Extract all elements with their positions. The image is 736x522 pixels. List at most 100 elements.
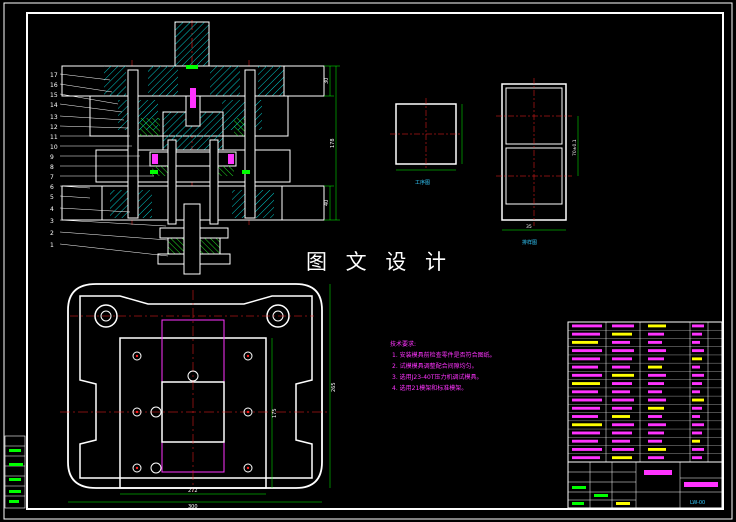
- tech-req-item-2: 2. 试模模具调整配合间隙均匀。: [392, 362, 478, 370]
- dim-plan-inner-height: 175: [272, 408, 278, 418]
- bom-cell-mark: [612, 365, 630, 369]
- bom-cell-mark: [648, 431, 664, 435]
- bom-cell-mark: [612, 456, 632, 460]
- dim-plan-width: 272: [188, 488, 198, 494]
- bom-rows: [568, 330, 722, 454]
- bom-cell-mark: [612, 349, 634, 353]
- part-number-16: 16: [50, 82, 58, 89]
- dim-layout-pitch: 70±0.1: [572, 139, 578, 156]
- part-number-17: 17: [50, 72, 58, 79]
- bom-cell-mark: [648, 349, 666, 353]
- bom-cell-mark: [572, 431, 600, 435]
- bom-cell-mark: [572, 324, 602, 328]
- bom-cell-mark: [648, 415, 662, 418]
- bom-cell-mark: [612, 406, 632, 410]
- part-number-2: 2: [50, 230, 54, 237]
- bom-cell-mark: [692, 349, 704, 353]
- bom-cell-mark: [612, 357, 632, 361]
- bom-cell-mark: [612, 390, 630, 394]
- bom-cell-mark: [572, 382, 600, 385]
- tech-req-item-1: 1. 安装模具前检查零件是否符合图纸。: [392, 351, 496, 359]
- bom-cell-mark: [692, 423, 704, 427]
- tech-req-item-3: 3. 选用J23-40T压力机调试模具。: [392, 373, 483, 381]
- bom-marks: [572, 324, 704, 460]
- outer-border: [3, 2, 733, 520]
- bom-cell-mark: [692, 431, 702, 435]
- bom-cell-mark: [572, 456, 600, 460]
- bom-cell-mark: [648, 390, 662, 394]
- bom-cell-mark: [648, 398, 666, 402]
- bom-cell-mark: [692, 398, 704, 402]
- bom-cell-mark: [692, 406, 702, 410]
- bom-cell-mark: [572, 415, 598, 418]
- bom-cell-mark: [692, 373, 704, 377]
- bom-cell-mark: [648, 382, 664, 385]
- part-number-11: 11: [50, 134, 58, 141]
- bom-cell-mark: [692, 456, 702, 460]
- bom-cell-mark: [572, 340, 598, 344]
- bom-cell-mark: [612, 373, 634, 377]
- bom-cell-mark: [612, 340, 630, 344]
- bom-cell-mark: [692, 340, 700, 344]
- bom-cell-mark: [692, 357, 702, 361]
- layout-label: 排样图: [522, 239, 537, 246]
- bom-cell-mark: [648, 365, 662, 369]
- bom-cell-mark: [648, 324, 666, 328]
- dim-section-top: 30: [324, 78, 330, 84]
- bom-cell-mark: [612, 448, 634, 451]
- bom-cell-mark: [692, 390, 700, 394]
- bom-cell-mark: [612, 415, 630, 418]
- part-number-13: 13: [50, 114, 58, 121]
- part-number-6: 6: [50, 184, 54, 191]
- bom-cell-mark: [612, 382, 632, 385]
- watermark-text: 图 文 设 计: [306, 250, 452, 274]
- bom-cell-mark: [692, 415, 700, 418]
- bom-cell-mark: [692, 324, 704, 328]
- bom-cell-mark: [648, 332, 664, 336]
- inner-border: [26, 12, 724, 510]
- bom-cell-mark: [572, 423, 602, 427]
- dim-plan-total-width: 300: [188, 504, 198, 510]
- strip-layout-view: 70±0.1 35 排样图: [496, 78, 579, 246]
- technical-requirements: 技术要求: 1. 安装模具前检查零件是否符合图纸。 2. 试模模具调整配合间隙均…: [390, 340, 496, 392]
- bom-cell-mark: [612, 439, 630, 443]
- part-number-3: 3: [50, 218, 54, 225]
- bill-of-materials: [567, 321, 723, 463]
- part-number-1: 1: [50, 242, 54, 249]
- part-number-7: 7: [50, 174, 54, 181]
- dim-section-bottom: 40: [324, 200, 330, 206]
- bom-cell-mark: [572, 357, 600, 361]
- dim-plan-height: 265: [331, 382, 337, 392]
- bom-cell-mark: [612, 423, 634, 427]
- part-number-12: 12: [50, 124, 58, 131]
- part-number-5: 5: [50, 194, 54, 201]
- workpiece-label: 工序图: [415, 179, 430, 186]
- drawing-number: LW-00: [690, 500, 705, 506]
- bom-cell-mark: [692, 382, 702, 385]
- part-number-4: 4: [50, 206, 54, 213]
- bom-cell-mark: [692, 365, 700, 369]
- bom-cell-mark: [572, 373, 602, 377]
- bom-cell-mark: [648, 456, 664, 460]
- part-number-14: 14: [50, 102, 58, 109]
- dim-section-total: 178: [330, 138, 336, 148]
- bom-cell-mark: [648, 439, 662, 443]
- die-section-view: 17 16 15 14 13 12 11 10 9 8 7 6 5 4 3 2 …: [50, 20, 340, 275]
- bom-cell-mark: [648, 357, 664, 361]
- bom-cell-mark: [572, 448, 602, 451]
- bom-cell-mark: [692, 439, 700, 443]
- die-plan-view: 272 300 265 175: [60, 283, 337, 510]
- bom-cell-mark: [572, 406, 600, 410]
- revision-strip: [4, 435, 26, 509]
- bom-cell-mark: [612, 398, 634, 402]
- part-number-15: 15: [50, 92, 58, 99]
- part-number-9: 9: [50, 154, 54, 161]
- bom-cell-mark: [572, 398, 602, 402]
- bom-cell-mark: [612, 324, 634, 328]
- bom-cell-mark: [648, 423, 666, 427]
- tech-req-title: 技术要求:: [390, 340, 416, 348]
- bom-cell-mark: [648, 448, 666, 451]
- part-number-8: 8: [50, 164, 54, 171]
- bom-cell-mark: [648, 406, 664, 410]
